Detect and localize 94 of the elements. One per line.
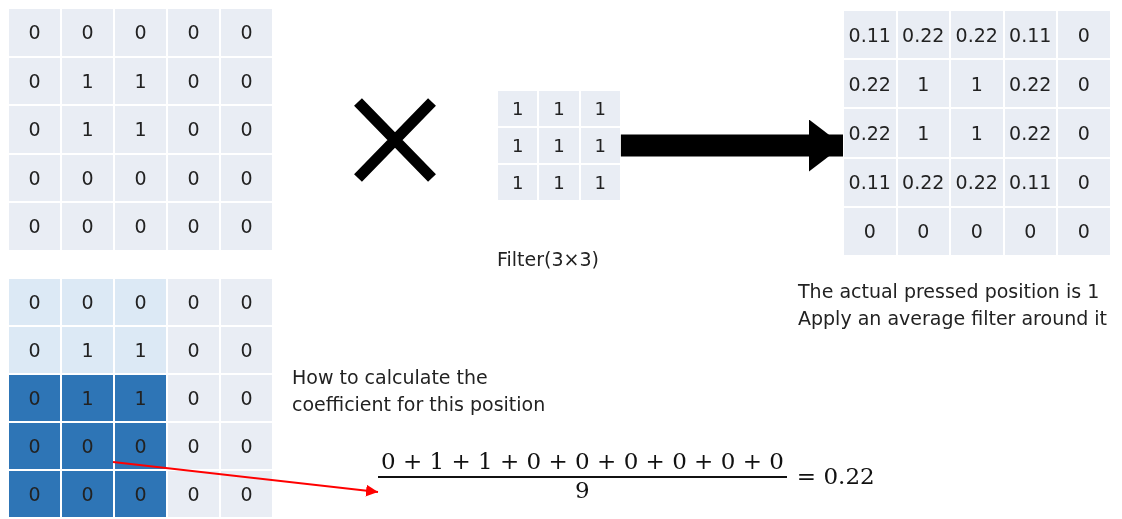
table-cell: 0.11	[1004, 158, 1056, 206]
arrow	[112, 461, 379, 497]
table-cell: 1	[580, 165, 620, 200]
table-cell: 1	[115, 375, 166, 421]
table-cell: 1	[951, 109, 1003, 157]
table-cell: 1	[951, 60, 1003, 108]
table-cell: 0	[115, 423, 166, 469]
table-cell: 0	[1058, 207, 1110, 255]
table-cell: 0	[168, 327, 219, 373]
table-cell: 0	[168, 279, 219, 325]
table-cell: 0	[221, 9, 272, 56]
table-cell: 0.22	[951, 11, 1003, 59]
table-cell: 0	[9, 106, 60, 153]
table-cell: 0	[1058, 11, 1110, 59]
table-cell: 1	[62, 327, 113, 373]
table-cell: 0	[62, 279, 113, 325]
table-cell: 0.11	[844, 158, 896, 206]
table-cell: 0.22	[844, 109, 896, 157]
table-cell: 0	[221, 423, 272, 469]
table-cell: 0	[221, 106, 272, 153]
result: = 0.22	[796, 462, 875, 489]
node-label: The actual pressed position is 1	[798, 279, 1100, 304]
table-cell: 1	[115, 327, 166, 373]
table-cell: 0.11	[844, 11, 896, 59]
table-cell: 0	[221, 327, 272, 373]
table-cell: 0	[221, 471, 272, 517]
table-cell: 0	[221, 57, 272, 104]
table-cell: 0	[951, 207, 1003, 255]
table-cell: 0	[1058, 60, 1110, 108]
table-cell: 1	[115, 106, 166, 153]
table-cell: 0	[115, 154, 166, 201]
table-cell: 0	[897, 207, 949, 255]
table-cell: 0	[221, 154, 272, 201]
table-cell: 0	[62, 423, 113, 469]
table-cell: 0.22	[844, 60, 896, 108]
node-label: Filter(3×3)	[497, 247, 599, 272]
table-cell: 0	[62, 9, 113, 56]
table-cell: 0	[221, 203, 272, 250]
table-cell: 1	[539, 128, 579, 163]
table-cell: 0	[168, 203, 219, 250]
table-cell: 0.22	[1004, 109, 1056, 157]
table-cell: 0.22	[897, 158, 949, 206]
table-cell: 1	[498, 128, 538, 163]
table-cell: 0	[115, 471, 166, 517]
table-cell: 0.22	[951, 158, 1003, 206]
table-cell: 1	[115, 57, 166, 104]
table-cell: 0	[115, 279, 166, 325]
table-cell: 0.11	[1004, 11, 1056, 59]
table-cell: 0	[844, 207, 896, 255]
table-cell: 0	[168, 9, 219, 56]
table-cell: 0	[9, 375, 60, 421]
table-cell: 0	[168, 375, 219, 421]
table-cell: 0	[168, 423, 219, 469]
table-cell: 0	[168, 106, 219, 153]
table-cell: 1	[897, 60, 949, 108]
table-cell: 1	[897, 109, 949, 157]
table-cell: 0	[9, 327, 60, 373]
numerator: 0 + 1 + 1 + 0 + 0 + 0 + 0 + 0 + 0	[378, 448, 787, 478]
grid-table	[8, 278, 273, 518]
table-cell: 0	[168, 471, 219, 517]
table-cell: 1	[498, 91, 538, 126]
table-cell: 1	[580, 128, 620, 163]
table-cell: 0	[221, 279, 272, 325]
table-cell: 0	[9, 154, 60, 201]
table-cell: 0	[115, 9, 166, 56]
node-label: Apply an average filter around it	[798, 306, 1108, 331]
denominator: 9	[575, 478, 590, 504]
table-cell: 1	[539, 165, 579, 200]
table-cell: 0	[9, 9, 60, 56]
table-cell: 0	[168, 57, 219, 104]
table-cell: 0	[168, 154, 219, 201]
table-cell: 0.22	[897, 11, 949, 59]
table-cell: 0	[9, 57, 60, 104]
table-cell: 1	[580, 91, 620, 126]
table-cell: 1	[62, 106, 113, 153]
table-cell: 0	[9, 279, 60, 325]
table-cell: 1	[539, 91, 579, 126]
table-cell: 1	[62, 375, 113, 421]
table-cell: 0	[62, 471, 113, 517]
table-cell: 0	[62, 154, 113, 201]
table-cell: 0	[9, 203, 60, 250]
table-cell: 0	[1058, 158, 1110, 206]
table-cell: 0	[9, 423, 60, 469]
table-cell: 0	[1004, 207, 1056, 255]
table-cell: 1	[62, 57, 113, 104]
table-cell: 0	[221, 375, 272, 421]
table-cell: 0.22	[1004, 60, 1056, 108]
table-cell: 0	[9, 471, 60, 517]
table-cell: 1	[498, 165, 538, 200]
table-cell: 0	[62, 203, 113, 250]
note: How to calculate the coefficient for this position	[292, 365, 547, 417]
table-cell: 0	[1058, 109, 1110, 157]
arrow	[620, 119, 843, 172]
table-cell: 0	[115, 203, 166, 250]
